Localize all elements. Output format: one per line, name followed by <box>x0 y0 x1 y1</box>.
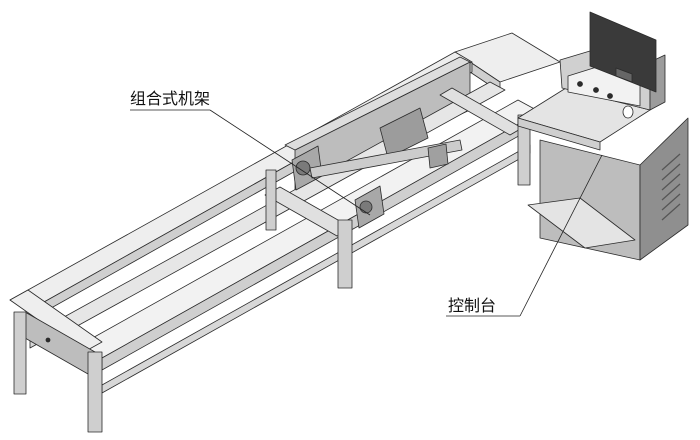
callout-console: 控制台 <box>446 154 603 317</box>
leader-line-frame-diagonal <box>209 109 371 216</box>
frame-shaft-coupling <box>427 143 449 169</box>
console-knob-3 <box>607 93 613 99</box>
frame-leg-near-left <box>13 311 27 395</box>
console-foot-plate <box>527 197 636 249</box>
modular-frame <box>9 32 561 433</box>
frame-bearing-hub-2 <box>359 200 373 214</box>
frame-far-top-plate <box>454 32 561 83</box>
console-monitor-screen <box>589 11 657 93</box>
frame-center-beam-top <box>284 56 471 151</box>
frame-leg-mid-front <box>337 219 353 289</box>
console-desk-edge <box>517 117 601 151</box>
console-knob-1 <box>577 81 583 87</box>
frame-end-bolt-hole <box>45 337 51 343</box>
label-control-console: 控制台 <box>448 296 496 315</box>
frame-center-shaft <box>309 139 463 179</box>
console-monitor-stand <box>615 67 633 83</box>
console-emergency-button <box>622 105 634 119</box>
control-console <box>517 11 689 261</box>
console-vent-slots <box>661 153 681 221</box>
callout-frame: 组合式机架 <box>130 89 371 216</box>
leader-line-console-diagonal <box>519 154 603 317</box>
frame-leg-near-right <box>87 351 103 433</box>
frame-clamp-block <box>379 107 429 159</box>
frame-leg-mid-back <box>265 169 277 231</box>
label-modular-frame: 组合式机架 <box>130 89 210 108</box>
console-knob-2 <box>593 87 599 93</box>
